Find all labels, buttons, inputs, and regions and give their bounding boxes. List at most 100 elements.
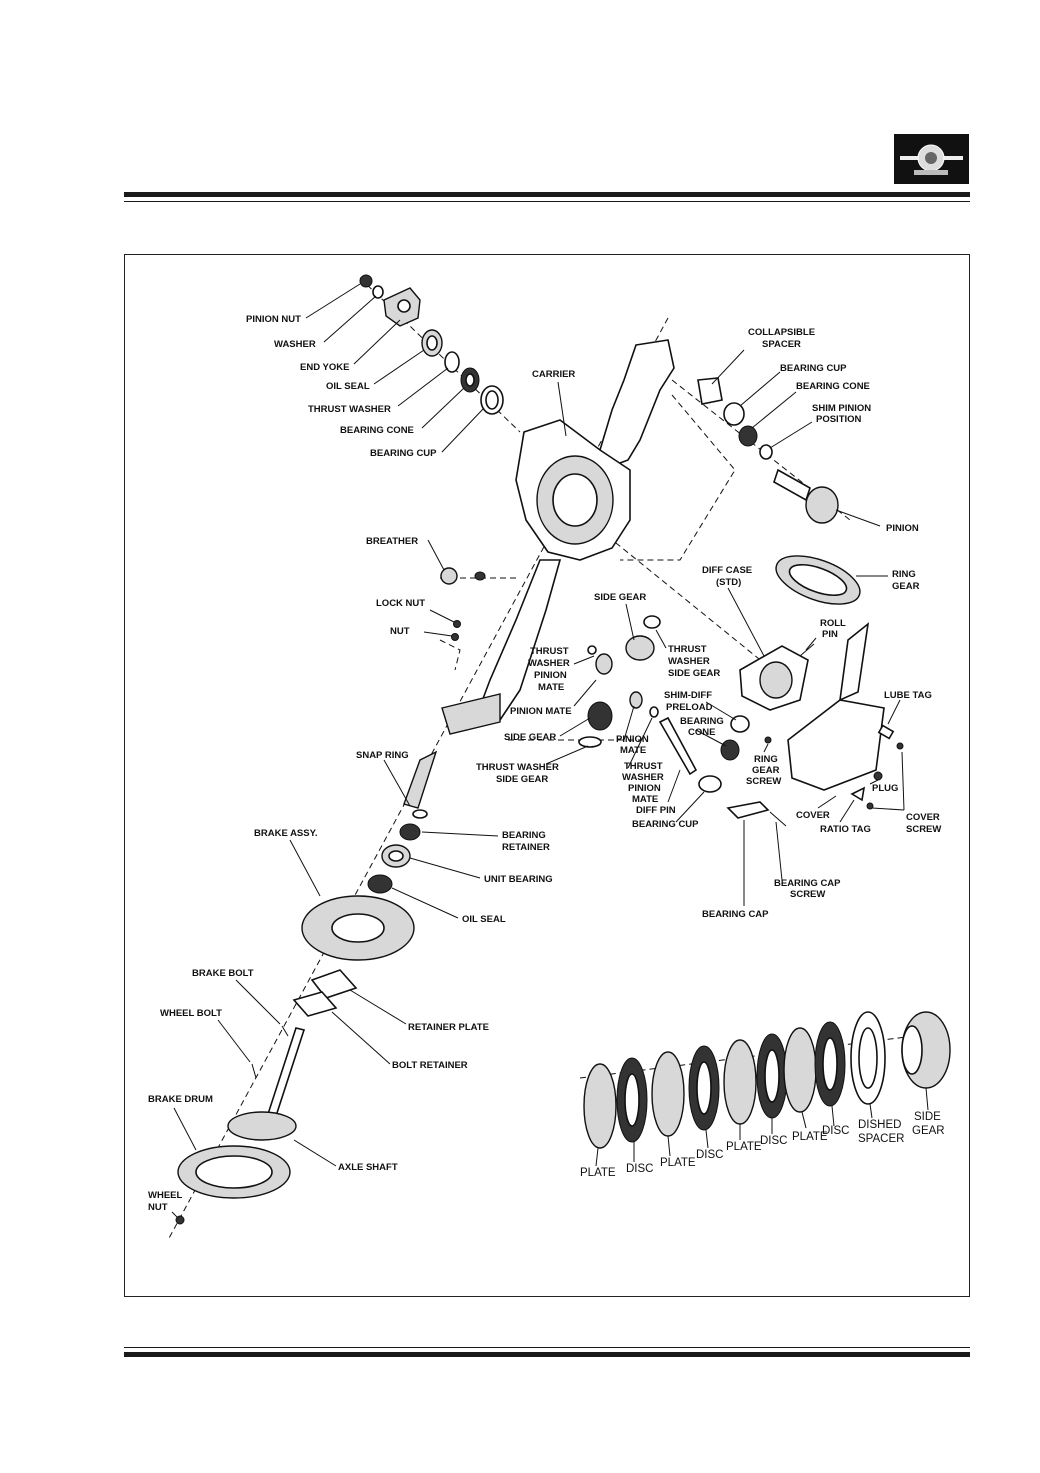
label-plug: PLUG xyxy=(872,783,898,794)
end-yoke-part xyxy=(383,287,421,327)
bearing-cup-right-part xyxy=(723,402,745,426)
label-shim-diff-2: PRELOAD xyxy=(666,702,713,713)
label-lube-tag: LUBE TAG xyxy=(884,690,932,701)
label-side-gear-top: SIDE GEAR xyxy=(594,592,646,603)
bolt-retainer-part xyxy=(292,991,338,1017)
label-nut: NUT xyxy=(390,626,410,637)
pinion-nut-part xyxy=(359,274,373,288)
label-wheel-nut-1: WHEEL xyxy=(148,1190,183,1201)
label-thrust-washer-pm-4: MATE xyxy=(538,682,564,693)
label-bearing-cap: BEARING CAP xyxy=(702,909,769,920)
clutch-pack-rings xyxy=(583,1011,951,1149)
label-ring-gear-1: RING xyxy=(892,569,916,580)
label-bearing-cone-right: BEARING CONE xyxy=(796,381,870,392)
bearing-cap-part xyxy=(726,801,787,827)
ring-gear-screw-part xyxy=(764,736,772,744)
bearing-cone-right-part xyxy=(738,425,758,447)
label-bearing-cone-center-1: BEARING xyxy=(680,716,724,727)
bearing-cone-left-part xyxy=(460,367,480,393)
label-thrust-washer-sg-1: THRUST xyxy=(668,644,707,655)
label-diff-pin: DIFF PIN xyxy=(636,805,676,816)
label-brake-drum: BRAKE DRUM xyxy=(148,1094,213,1105)
label-oil-seal-low: OIL SEAL xyxy=(462,914,506,925)
label-thrust-washer-pm-3: PINION xyxy=(534,670,567,681)
label-thrust-washer-sg-low-1: THRUST WASHER xyxy=(476,762,559,773)
label-thrust-washer-pm-low-3: PINION xyxy=(628,783,661,794)
label-bolt-retainer: BOLT RETAINER xyxy=(392,1060,468,1071)
snap-ring-part xyxy=(403,750,438,819)
label-pinion-nut: PINION NUT xyxy=(246,314,301,325)
oil-seal-low-part xyxy=(367,874,393,894)
label-bearing-cup-center: BEARING CUP xyxy=(632,819,699,830)
label-ring-gear-screw-1: RING xyxy=(754,754,778,765)
label-clutch-disc-4: DISC xyxy=(822,1125,849,1137)
label-ring-gear-screw-3: SCREW xyxy=(746,776,781,787)
header-rule-thin xyxy=(124,201,970,202)
label-clutch-side-gear-1: SIDE xyxy=(914,1111,941,1123)
label-pinion: PINION xyxy=(886,523,919,534)
ring-gear-part xyxy=(775,555,861,605)
label-clutch-plate-2: PLATE xyxy=(660,1157,696,1169)
footer-rule-thin xyxy=(124,1347,970,1348)
label-bearing-cap-screw-2: SCREW xyxy=(790,889,825,900)
leader-lines xyxy=(171,283,929,1219)
carrier-housing-part xyxy=(441,339,675,735)
brake-bolt-part xyxy=(281,1025,289,1037)
wheel-bolt-part xyxy=(251,1063,257,1079)
diff-pin-part xyxy=(658,716,698,776)
label-ring-gear-2: GEAR xyxy=(892,581,920,592)
label-roll-pin-1: ROLL xyxy=(820,618,846,629)
publisher-logo xyxy=(894,134,969,184)
label-diff-case-1: DIFF CASE xyxy=(702,565,752,576)
pinion-gear-part xyxy=(773,468,839,524)
washer-part xyxy=(372,285,384,299)
label-bearing-cup-right: BEARING CUP xyxy=(780,363,847,374)
label-breather: BREATHER xyxy=(366,536,418,547)
pinion-mate-center-part xyxy=(629,691,659,718)
label-clutch-plate-1: PLATE xyxy=(580,1167,616,1179)
axle-shaft-part xyxy=(227,1027,306,1141)
label-thrust-washer-pm-1: THRUST xyxy=(530,646,569,657)
label-collapsible-spacer-2: SPACER xyxy=(762,339,801,350)
label-thrust-washer: THRUST WASHER xyxy=(308,404,391,415)
label-thrust-washer-sg-low-2: SIDE GEAR xyxy=(496,774,548,785)
label-carrier: CARRIER xyxy=(532,369,575,380)
label-roll-pin-2: PIN xyxy=(822,629,838,640)
label-pinion-mate-center-1: PINION xyxy=(616,734,649,745)
label-lock-nut: LOCK NUT xyxy=(376,598,425,609)
label-axle-shaft: AXLE SHAFT xyxy=(338,1162,398,1173)
lube-tag-part xyxy=(877,724,904,750)
collapsible-spacer-part xyxy=(697,377,723,405)
side-gear-low-part xyxy=(578,701,613,748)
footer-rule-thick xyxy=(124,1352,970,1357)
label-bearing-cap-screw-1: BEARING CAP xyxy=(774,878,841,889)
pinion-mate-left-part xyxy=(587,645,613,675)
label-side-gear-low: SIDE GEAR xyxy=(504,732,556,743)
breather-part xyxy=(440,567,486,585)
label-clutch-plate-4: PLATE xyxy=(792,1131,828,1143)
label-thrust-washer-sg-2: WASHER xyxy=(668,656,710,667)
label-clutch-disc-1: DISC xyxy=(626,1163,653,1175)
label-clutch-side-gear-2: GEAR xyxy=(912,1125,945,1137)
label-thrust-washer-pm-low-1: THRUST xyxy=(624,761,663,772)
label-cover-screw-1: COVER xyxy=(906,812,940,823)
label-shim-pinion-2: POSITION xyxy=(816,414,862,425)
label-pinion-mate-left: PINION MATE xyxy=(510,706,572,717)
label-clutch-disc-2: DISC xyxy=(696,1149,723,1161)
cover-part xyxy=(787,622,885,791)
label-cover: COVER xyxy=(796,810,830,821)
label-thrust-washer-pm-2: WASHER xyxy=(528,658,570,669)
brake-drum-part xyxy=(177,1145,291,1199)
label-retainer-plate: RETAINER PLATE xyxy=(408,1022,489,1033)
label-wheel-bolt: WHEEL BOLT xyxy=(160,1008,222,1019)
label-diff-case-2: (STD) xyxy=(716,577,741,588)
roll-pin-part xyxy=(799,643,815,657)
label-thrust-washer-pm-low-4: MATE xyxy=(632,794,658,805)
diff-case-part xyxy=(739,645,809,711)
label-bearing-cup-left: BEARING CUP xyxy=(370,448,437,459)
label-snap-ring: SNAP RING xyxy=(356,750,409,761)
label-dished-spacer-1: DISHED xyxy=(858,1119,901,1131)
label-clutch-plate-3: PLATE xyxy=(726,1141,762,1153)
figure-frame xyxy=(124,254,970,1297)
ratio-tag-part xyxy=(850,786,874,810)
